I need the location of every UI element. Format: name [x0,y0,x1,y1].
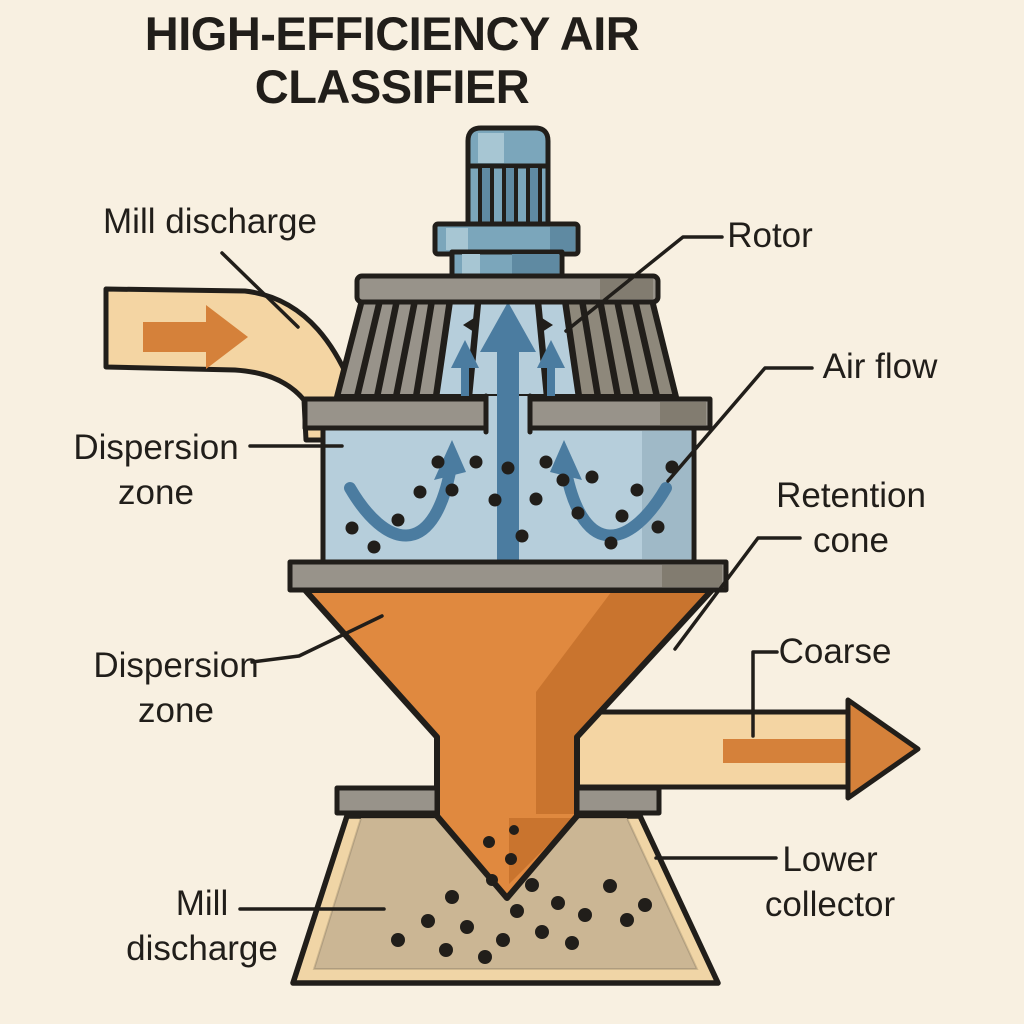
bottom-flange [287,559,729,593]
leader-mill-discharge-top [220,251,300,329]
page-title-line1: HIGH-EFFICIENCY AIR [144,7,640,60]
rotor-top-plate [354,273,661,305]
leader-lines [220,235,814,911]
leader-coarse [751,650,779,738]
label-retention-cone: Retention cone [776,476,926,560]
chamber-particles [345,455,679,554]
leader-dispersion-lower [250,614,384,664]
label-rotor: Rotor [727,216,813,255]
drive-motor [432,125,581,281]
leader-rotor [564,235,724,333]
spout-particles [483,825,519,886]
label-air-flow: Air flow [822,347,938,386]
label-dispersion-zone-lower: Dispersion zone [93,646,259,730]
label-mill-discharge-bottom: Mill discharge [126,884,278,968]
inlet-arrow-icon [143,305,248,369]
lower-flange [334,785,662,816]
label-dispersion-zone-upper: Dispersion zone [73,428,239,512]
page-title: HIGH-EFFICIENCY AIR CLASSIFIER [82,7,702,113]
label-mill-discharge-top: Mill discharge [103,202,317,241]
air-flow-arrows-icon [344,302,672,560]
motor-fins [478,164,542,230]
coarse-arrow-icon [723,697,921,801]
leader-retention-cone [673,536,802,651]
page-title-line2: CLASSIFIER [254,59,530,113]
collector-particles [391,878,652,964]
retention-cone [302,587,715,901]
label-lower-collector: Lower collector [764,840,896,924]
label-coarse: Coarse [778,632,892,671]
leader-air-flow [666,366,814,483]
